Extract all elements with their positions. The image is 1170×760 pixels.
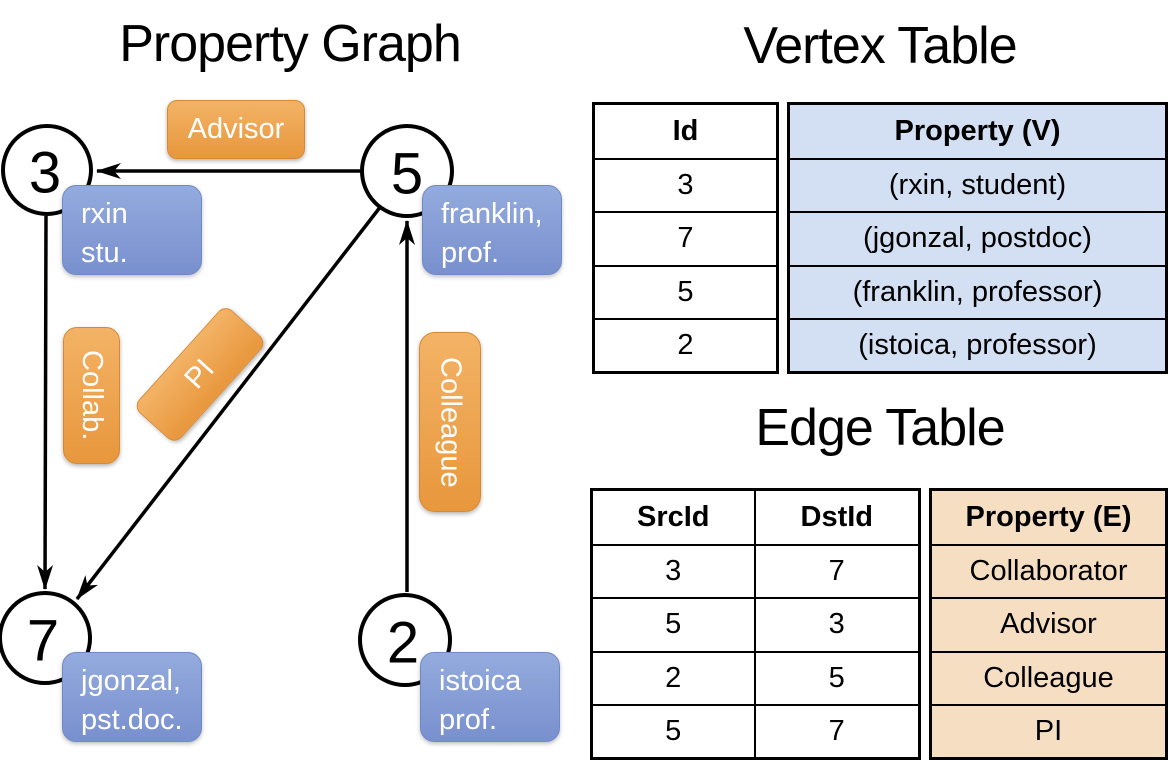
edge-table-cell-dstid: 7 <box>755 544 918 597</box>
edge-label-pi-text: PI <box>178 353 221 396</box>
vertex-label-line: jgonzal, <box>81 665 181 697</box>
vertex-table-property-column: Property (V) (rxin, student) (jgonzal, p… <box>787 102 1168 374</box>
vertex-table-cell-id: 3 <box>595 158 776 211</box>
edge-table: SrcId DstId 3 7 5 3 2 5 5 7 Property (E)… <box>590 488 1168 760</box>
edge-table-cell-property: Colleague <box>932 650 1165 704</box>
vertex-label-line: rxin <box>81 198 128 230</box>
vertex-label-rxin: rxin stu. <box>62 185 202 275</box>
graph-node-2-id: 2 <box>387 611 419 676</box>
vertex-table-title: Vertex Table <box>743 17 1017 75</box>
vertex-table-cell-property: (rxin, student) <box>790 158 1165 211</box>
vertex-label-line: istoica <box>439 665 522 697</box>
edge-table-cell-property: Advisor <box>932 597 1165 650</box>
edge-label-advisor: Advisor <box>167 100 305 159</box>
property-graph-diagram: 3 5 7 2 <box>0 124 454 687</box>
edge-table-title: Edge Table <box>755 399 1005 457</box>
vertex-table-cell-property: (istoica, professor) <box>790 317 1165 371</box>
edge-table-cell-dstid: 5 <box>755 650 918 704</box>
graph-node-5-id: 5 <box>391 142 423 207</box>
edge-table-cell-property: PI <box>932 703 1165 757</box>
edge-collab-line <box>37 215 54 590</box>
edge-table-property-column: Property (E) Collaborator Advisor Collea… <box>929 488 1168 760</box>
graph-node-7-id: 7 <box>27 609 59 674</box>
edge-table-header-dstid: DstId <box>800 501 874 534</box>
vertex-table-header-id: Id <box>672 115 699 148</box>
property-graph-title: Property Graph <box>119 15 462 73</box>
edge-table-header-srcid: SrcId <box>593 491 756 545</box>
vertex-label-istoica: istoica prof. <box>420 652 560 742</box>
vertex-table-id-column: Id 3 7 5 2 <box>592 102 779 374</box>
edge-table-cell-dstid: 7 <box>755 703 918 757</box>
edge-table-cell-srcid: 5 <box>593 597 756 651</box>
edge-label-collab: Collab. <box>63 327 120 464</box>
edge-table-id-columns: SrcId DstId 3 7 5 3 2 5 5 7 <box>590 488 921 760</box>
graph-node-3-id: 3 <box>29 141 61 206</box>
edge-pi-line <box>75 204 383 601</box>
vertex-table: Id 3 7 5 2 Property (V) (rxin, student) … <box>592 102 1168 374</box>
vertex-label-franklin: franklin, prof. <box>422 185 562 275</box>
vertex-table-cell-id: 5 <box>595 264 776 318</box>
edge-table-cell-srcid: 3 <box>593 544 756 598</box>
edge-label-advisor-text: Advisor <box>187 113 285 145</box>
vertex-table-cell-property: (franklin, professor) <box>790 264 1165 318</box>
edge-table-cell-srcid: 5 <box>593 703 756 757</box>
edge-table-cell-property: Collaborator <box>932 544 1165 597</box>
edge-table-cell-srcid: 2 <box>593 650 756 704</box>
vertex-table-cell-id: 2 <box>595 317 776 371</box>
vertex-label-line: prof. <box>439 704 498 737</box>
edge-table-header-property: Property (E) <box>965 501 1132 534</box>
edge-label-colleague: Colleague <box>419 332 481 512</box>
vertex-label-line: franklin, <box>441 198 543 230</box>
vertex-label-jgonzal: jgonzal, pst.doc. <box>62 652 202 742</box>
vertex-label-line: prof. <box>441 237 500 270</box>
vertex-table-header-property: Property (V) <box>894 115 1061 148</box>
vertex-table-cell-property: (jgonzal, postdoc) <box>790 211 1165 264</box>
edge-label-collab-text: Collab. <box>76 350 108 441</box>
vertex-label-line: stu. <box>81 237 128 270</box>
vertex-table-cell-id: 7 <box>595 211 776 264</box>
vertex-label-line: pst.doc. <box>81 704 183 737</box>
edge-label-colleague-text: Colleague <box>434 356 467 488</box>
edge-table-cell-dstid: 3 <box>755 597 918 650</box>
